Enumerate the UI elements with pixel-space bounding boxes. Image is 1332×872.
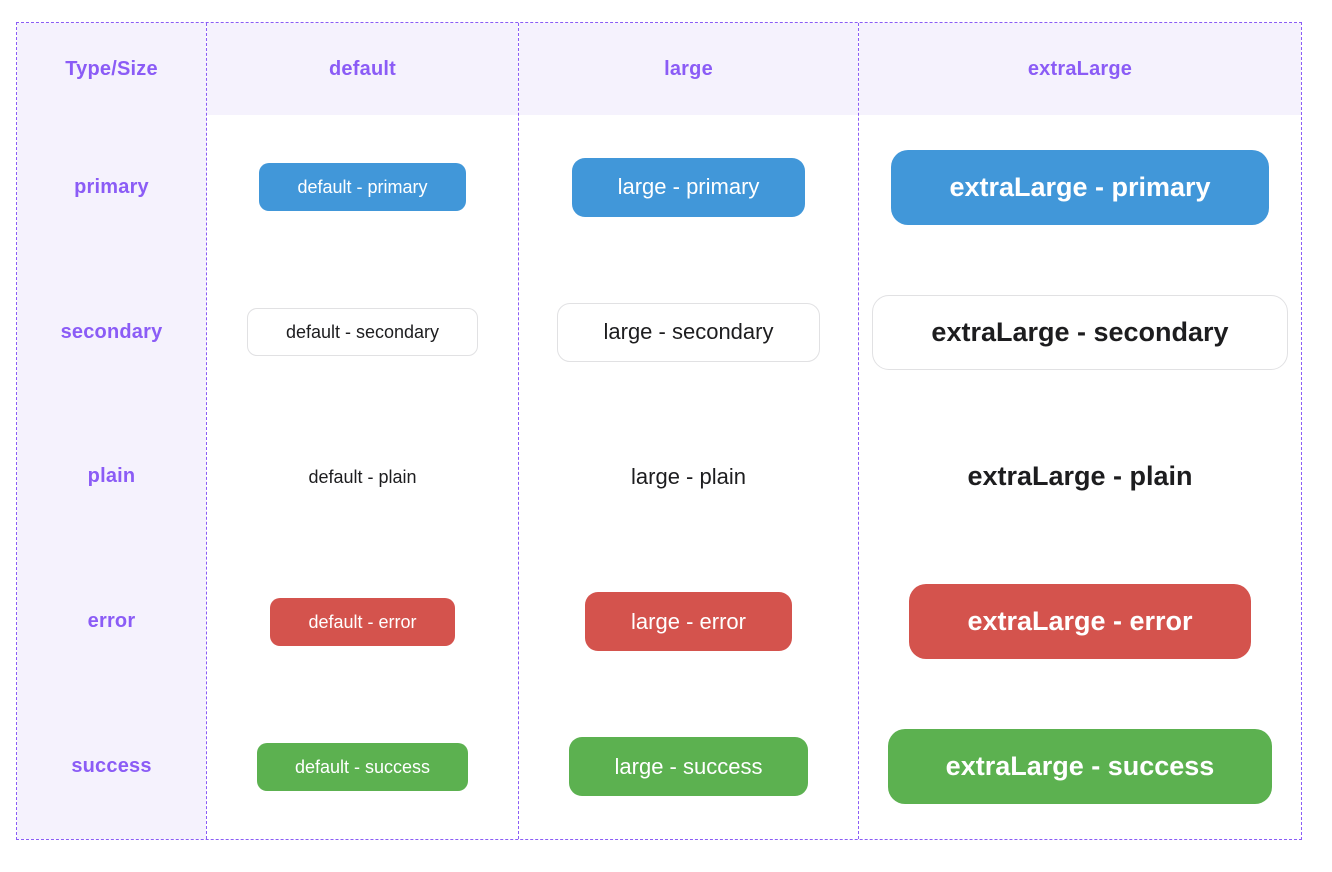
button-extralarge-plain[interactable]: extraLarge - plain bbox=[967, 439, 1192, 514]
column-header-large-label: large bbox=[664, 57, 713, 80]
button-default-secondary[interactable]: default - secondary bbox=[246, 308, 479, 357]
column-header-large: large bbox=[519, 23, 858, 115]
button-large-secondary[interactable]: large - secondary bbox=[556, 302, 821, 362]
button-large-plain[interactable]: large - plain bbox=[631, 447, 746, 506]
matrix-cell: extraLarge - error bbox=[859, 549, 1301, 694]
matrix-cell: large - secondary bbox=[519, 260, 858, 405]
matrix-cell: extraLarge - primary bbox=[859, 115, 1301, 260]
type-column: Type/Size primary secondary plain error … bbox=[17, 23, 206, 839]
column-header-default-label: default bbox=[329, 57, 396, 80]
button-extralarge-success[interactable]: extraLarge - success bbox=[887, 729, 1273, 805]
button-default-error[interactable]: default - error bbox=[270, 597, 455, 646]
matrix-cell: large - error bbox=[519, 549, 858, 694]
button-extralarge-error[interactable]: extraLarge - error bbox=[909, 584, 1251, 660]
column-header-extralarge: extraLarge bbox=[859, 23, 1301, 115]
matrix-cell: default - success bbox=[207, 694, 518, 839]
row-label-cell: secondary bbox=[17, 260, 206, 405]
matrix-cell: large - primary bbox=[519, 115, 858, 260]
button-large-success[interactable]: large - success bbox=[568, 737, 809, 797]
button-large-primary[interactable]: large - primary bbox=[571, 157, 806, 217]
row-label-cell: primary bbox=[17, 115, 206, 260]
button-large-error[interactable]: large - error bbox=[585, 592, 792, 652]
row-label-primary: primary bbox=[74, 175, 149, 198]
button-default-success[interactable]: default - success bbox=[256, 742, 469, 791]
button-default-primary[interactable]: default - primary bbox=[259, 163, 466, 212]
row-label-cell: success bbox=[17, 694, 206, 839]
matrix-cell: default - error bbox=[207, 549, 518, 694]
matrix-cell: extraLarge - success bbox=[859, 694, 1301, 839]
button-extralarge-secondary[interactable]: extraLarge - secondary bbox=[872, 294, 1288, 370]
matrix-cell: large - success bbox=[519, 694, 858, 839]
row-label-plain: plain bbox=[87, 465, 136, 488]
row-label-success: success bbox=[71, 755, 152, 778]
matrix-cell: default - plain bbox=[207, 405, 518, 550]
button-size-type-matrix: Type/Size primary secondary plain error … bbox=[16, 22, 1302, 840]
button-default-plain[interactable]: default - plain bbox=[308, 453, 416, 501]
column-large: large large - primary large - secondary … bbox=[518, 23, 858, 839]
matrix-cell: large - plain bbox=[519, 405, 858, 550]
matrix-cell: default - primary bbox=[207, 115, 518, 260]
row-label-error: error bbox=[87, 610, 136, 633]
button-extralarge-primary[interactable]: extraLarge - primary bbox=[891, 149, 1269, 225]
row-label-cell: error bbox=[17, 549, 206, 694]
matrix-cell: default - secondary bbox=[207, 260, 518, 405]
column-default: default default - primary default - seco… bbox=[206, 23, 518, 839]
row-label-secondary: secondary bbox=[60, 320, 163, 343]
column-extralarge: extraLarge extraLarge - primary extraLar… bbox=[858, 23, 1301, 839]
column-header-extralarge-label: extraLarge bbox=[1027, 57, 1133, 80]
row-label-cell: plain bbox=[17, 405, 206, 550]
column-header-default: default bbox=[207, 23, 518, 115]
matrix-cell: extraLarge - plain bbox=[859, 405, 1301, 550]
corner-header-label: Type/Size bbox=[65, 57, 158, 80]
matrix-cell: extraLarge - secondary bbox=[859, 260, 1301, 405]
corner-header: Type/Size bbox=[17, 23, 206, 115]
